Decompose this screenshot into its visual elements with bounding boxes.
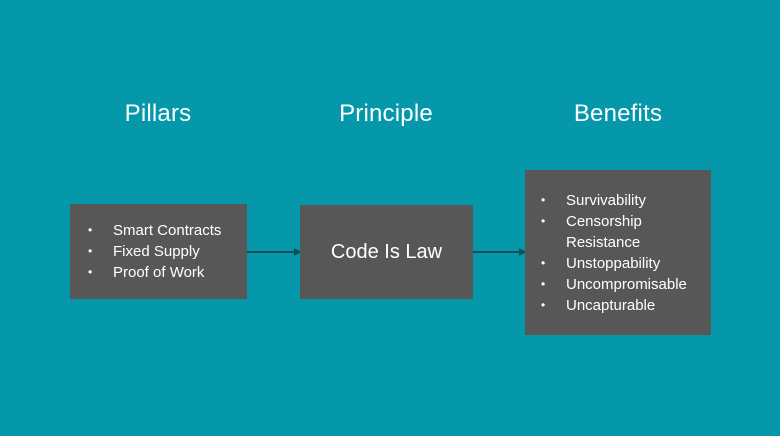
bullet-icon: • <box>88 244 93 258</box>
node-box-principle: Code Is Law <box>300 205 473 299</box>
node-label-code-is-law: Code Is Law <box>330 241 443 263</box>
list-item: • Fixed Supply <box>70 241 247 262</box>
list-item: • Survivability <box>525 190 711 211</box>
list-item-label: Unstoppability <box>566 254 661 272</box>
list-item: • Uncapturable <box>525 295 711 316</box>
bullet-icon: • <box>88 223 93 237</box>
bullet-icon: • <box>541 192 546 207</box>
list-item: • Censorship Resistance <box>525 211 711 253</box>
arrow-icon <box>473 248 527 256</box>
column-header-benefits: Benefits <box>573 100 663 127</box>
list-item-label: Smart Contracts <box>113 222 222 239</box>
bullet-icon: • <box>88 265 93 279</box>
arrow-pillars-to-principle <box>247 247 302 257</box>
node-box-pillars: • Smart Contracts • Fixed Supply • Proof… <box>70 204 247 299</box>
bullet-icon: • <box>541 276 546 291</box>
list-item: • Smart Contracts <box>70 220 247 241</box>
column-header-pillars: Pillars <box>124 100 192 127</box>
list-item: • Unstoppability <box>525 253 711 274</box>
arrow-principle-to-benefits <box>473 247 527 257</box>
list-item-label: Fixed Supply <box>113 243 200 260</box>
benefits-bullet-list: • Survivability • Censorship Resistance … <box>525 190 711 316</box>
column-header-principle: Principle <box>339 100 433 127</box>
bullet-icon: • <box>541 213 546 228</box>
arrow-icon <box>247 248 302 256</box>
bullet-icon: • <box>541 255 546 270</box>
list-item-label: Proof of Work <box>113 264 205 281</box>
bullet-icon: • <box>541 297 546 312</box>
node-box-benefits: • Survivability • Censorship Resistance … <box>525 170 711 335</box>
list-item-label: Survivability <box>566 191 647 209</box>
list-item-label: Censorship Resistance <box>566 212 642 251</box>
list-item-label: Uncapturable <box>566 296 656 314</box>
pillars-bullet-list: • Smart Contracts • Fixed Supply • Proof… <box>70 220 247 283</box>
list-item: • Proof of Work <box>70 262 247 283</box>
list-item: • Uncompromisable <box>525 274 711 295</box>
list-item-label: Uncompromisable <box>566 275 687 293</box>
